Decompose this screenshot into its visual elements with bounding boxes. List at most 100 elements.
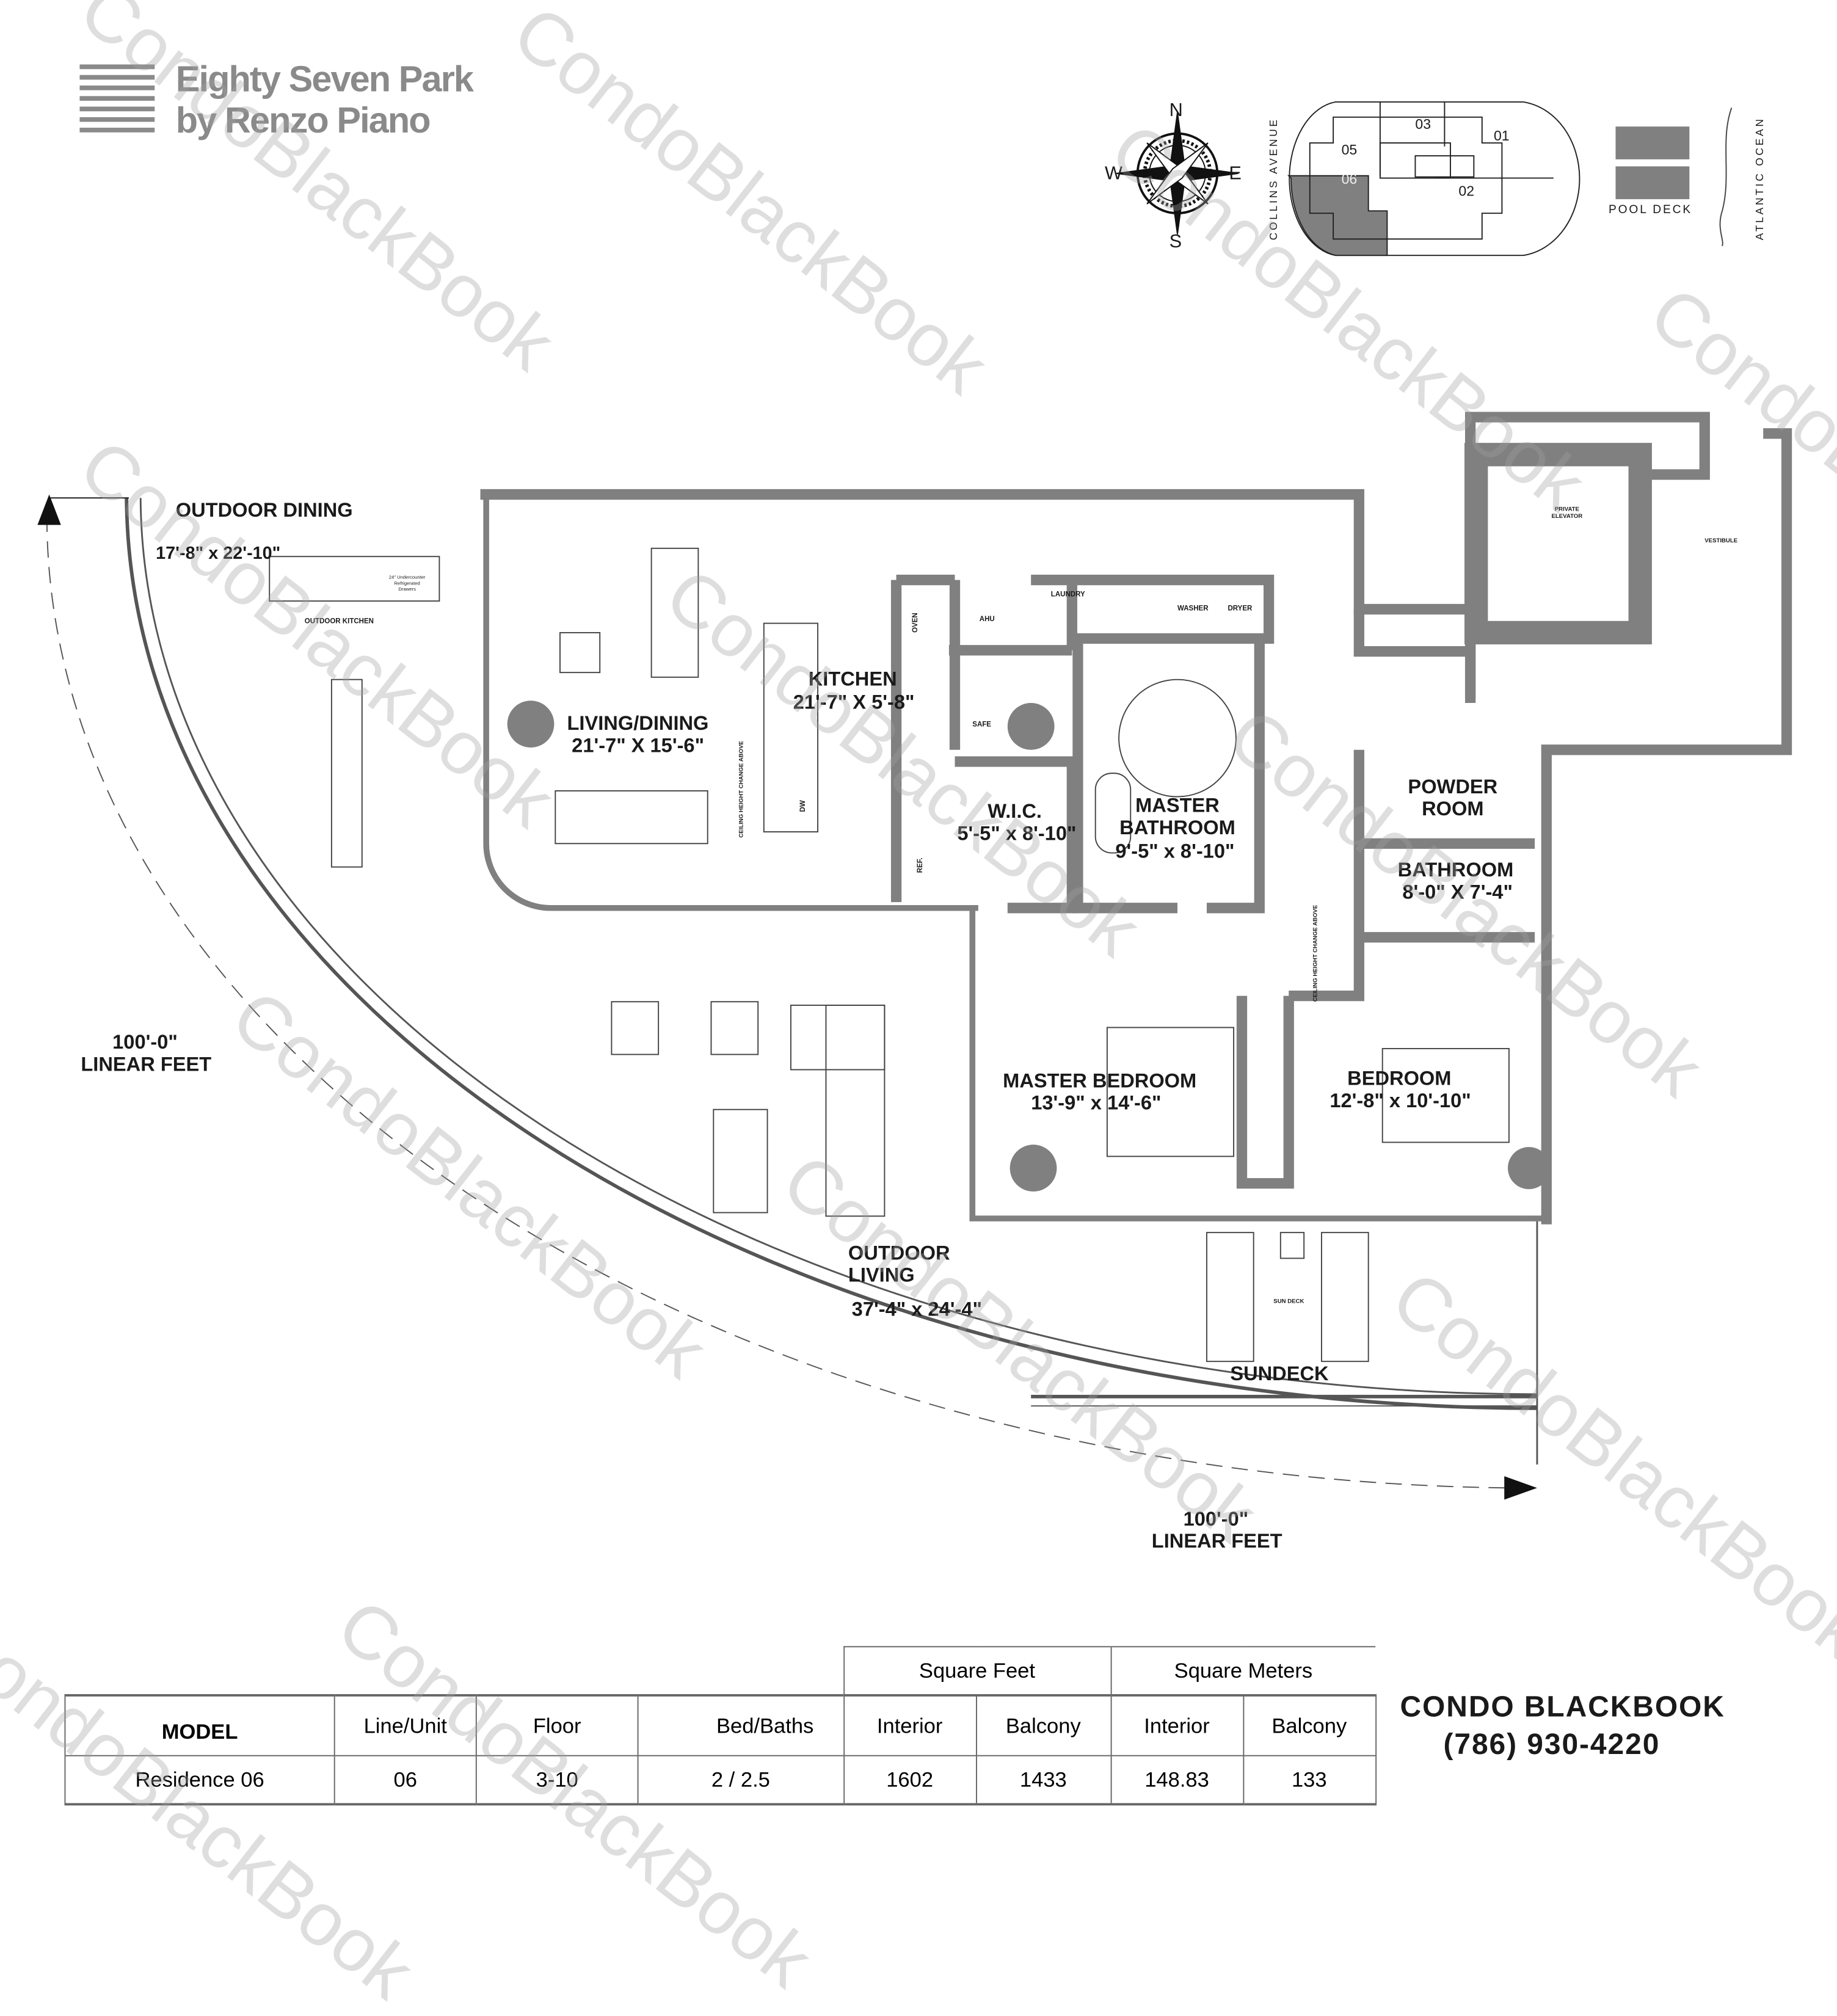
- compass-s: S: [1169, 231, 1182, 252]
- square-meters-header: Square Meters: [1110, 1646, 1376, 1697]
- column-header-row: MODEL Line/Unit Floor Bed/Baths Interior…: [64, 1694, 1377, 1756]
- compass-w: W: [1105, 164, 1123, 184]
- ahu-label: AHU: [979, 616, 995, 624]
- living-dining-size: 21'-7" X 15'-6": [572, 734, 705, 757]
- wic-label: W.I.C.: [988, 800, 1042, 823]
- furniture: [269, 547, 1510, 1363]
- kitchen-size: 21'-7" X 5'-8": [793, 691, 915, 714]
- outdoor-living-label: OUTDOOR LIVING: [848, 1242, 950, 1287]
- fridge-note: 24" Undercounter Refrigerated Drawers: [388, 574, 426, 592]
- group-header-row: Square Feet Square Meters: [65, 1646, 1376, 1697]
- unit-06: 06: [1341, 171, 1358, 187]
- compass-rose-icon: [1116, 112, 1239, 235]
- street-label: COLLINS AVENUE: [1267, 117, 1279, 241]
- compass-n: N: [1169, 100, 1183, 121]
- sun-deck-small-label: SUN DECK: [1273, 1298, 1304, 1306]
- col-sqft-interior: Interior: [843, 1694, 977, 1756]
- laundry-label: LAUNDRY: [1050, 591, 1085, 599]
- bed: [1381, 1048, 1510, 1143]
- ceiling-note-1: CEILING HEIGHT CHANGE ABOVE: [738, 741, 746, 838]
- dimension-arrows: [37, 494, 1537, 1500]
- master-bedroom-size: 13'-9" x 14'-6": [1031, 1091, 1162, 1115]
- living-dining-label: LIVING/DINING: [567, 712, 709, 735]
- kitchen-label: KITCHEN: [808, 668, 897, 690]
- ocean-label: ATLANTIC OCEAN: [1753, 117, 1766, 241]
- cell-sqft-interior: 1602: [843, 1755, 977, 1806]
- brand-light: CONDO: [1400, 1690, 1524, 1723]
- arrow-up-icon: [37, 494, 61, 525]
- bottom-dimension-unit: LINEAR FEET: [1151, 1530, 1282, 1552]
- oven-label: OVEN: [912, 613, 920, 633]
- col-line-unit: Line/Unit: [333, 1694, 477, 1756]
- compass-e: E: [1229, 164, 1242, 184]
- sundeck-label: SUNDECK: [1230, 1363, 1329, 1385]
- brand-phone: (786) 930-4220: [1443, 1728, 1661, 1761]
- ceiling-note-2: CEILING HEIGHT CHANGE ABOVE: [1312, 904, 1320, 1002]
- unit-02: 02: [1458, 183, 1475, 200]
- square-feet-header: Square Feet: [843, 1646, 1111, 1697]
- bathroom-label: BATHROOM: [1397, 859, 1514, 881]
- logo-mark: [79, 64, 155, 133]
- dining-table: [555, 790, 708, 845]
- master-bath-label: MASTER BATHROOM: [1119, 794, 1235, 839]
- sofa: [650, 547, 699, 678]
- left-dimension-value: 100'-0": [112, 1031, 178, 1053]
- arrow-right-icon: [1504, 1476, 1537, 1500]
- wic-size: 5'-5" x 8'-10": [957, 822, 1077, 845]
- outdoor-dining-table: [330, 679, 363, 868]
- pool-deck-shape: [1615, 126, 1690, 200]
- outdoor-dining-size: 17'-8" x 22'-10": [156, 544, 281, 564]
- cell-bed-baths: 2 / 2.5: [637, 1755, 845, 1806]
- col-floor: Floor: [475, 1694, 639, 1756]
- private-elevator-label: PRIVATE ELEVATOR: [1551, 506, 1583, 520]
- bottom-dimension-value: 100'-0": [1183, 1507, 1249, 1530]
- master-bedroom-label: MASTER BEDROOM: [1003, 1069, 1197, 1092]
- col-model: MODEL: [64, 1694, 335, 1756]
- outdoor-kitchen-label: OUTDOOR KITCHEN: [304, 618, 374, 626]
- bathtub: [1094, 773, 1132, 854]
- bedroom-size: 12'-8" x 10'-10": [1330, 1090, 1471, 1112]
- kitchen-island: [763, 622, 819, 833]
- dw-label: DW: [800, 800, 807, 812]
- walls: [480, 412, 1792, 1225]
- col-bed-baths: Bed/Baths: [637, 1694, 845, 1756]
- ref-label: REF.: [917, 857, 925, 873]
- unit-05: 05: [1341, 142, 1358, 158]
- balcony-railing: [46, 498, 1538, 1489]
- columns: [507, 701, 1551, 1192]
- col-sqm-balcony: Balcony: [1242, 1694, 1377, 1756]
- cell-sqm-interior: 148.83: [1110, 1755, 1244, 1806]
- pool-deck-label: POOL DECK: [1608, 203, 1693, 217]
- table-row: Residence 06 06 3-10 2 / 2.5 1602 1433 1…: [64, 1755, 1377, 1806]
- outdoor-living-size: 37'-4" x 24'-4": [851, 1298, 982, 1321]
- cell-sqft-balcony: 1433: [975, 1755, 1111, 1806]
- unit-06-highlight: [1287, 175, 1388, 257]
- brand-bold: BLACKBOOK: [1524, 1690, 1725, 1723]
- unit-spec-table: Square Feet Square Meters MODEL Line/Uni…: [64, 1646, 1377, 1806]
- bedroom-label: BEDROOM: [1347, 1067, 1452, 1090]
- unit-03: 03: [1415, 115, 1431, 133]
- powder-room-label: POWDER ROOM: [1408, 775, 1498, 820]
- brand-name: CONDO BLACKBOOK: [1400, 1690, 1725, 1725]
- floor-plan-drawing: [37, 64, 1792, 1500]
- cell-line-unit: 06: [333, 1755, 477, 1806]
- dryer-label: DRYER: [1228, 605, 1253, 613]
- col-sqm-interior: Interior: [1110, 1694, 1244, 1756]
- washer-label: WASHER: [1177, 605, 1209, 613]
- col-sqft-balcony: Balcony: [975, 1694, 1111, 1756]
- outdoor-kitchen-counter: [269, 556, 440, 602]
- master-bed: [1106, 1027, 1235, 1157]
- cell-floor: 3-10: [475, 1755, 639, 1806]
- left-dimension-unit: LINEAR FEET: [81, 1053, 212, 1076]
- outdoor-dining-label: OUTDOOR DINING: [175, 499, 353, 522]
- safe-label: SAFE: [972, 721, 991, 729]
- master-bath-size: 9'-5" x 8'-10": [1115, 840, 1235, 862]
- key-plan: [1287, 101, 1581, 257]
- ocean-line: [1719, 107, 1733, 247]
- cell-model: Residence 06: [64, 1755, 335, 1806]
- bathroom-size: 8'-0" X 7'-4": [1402, 881, 1513, 904]
- unit-01: 01: [1493, 128, 1510, 144]
- logo-line1: Eighty Seven Park: [175, 58, 474, 100]
- vestibule-label: VESTIBULE: [1704, 537, 1738, 545]
